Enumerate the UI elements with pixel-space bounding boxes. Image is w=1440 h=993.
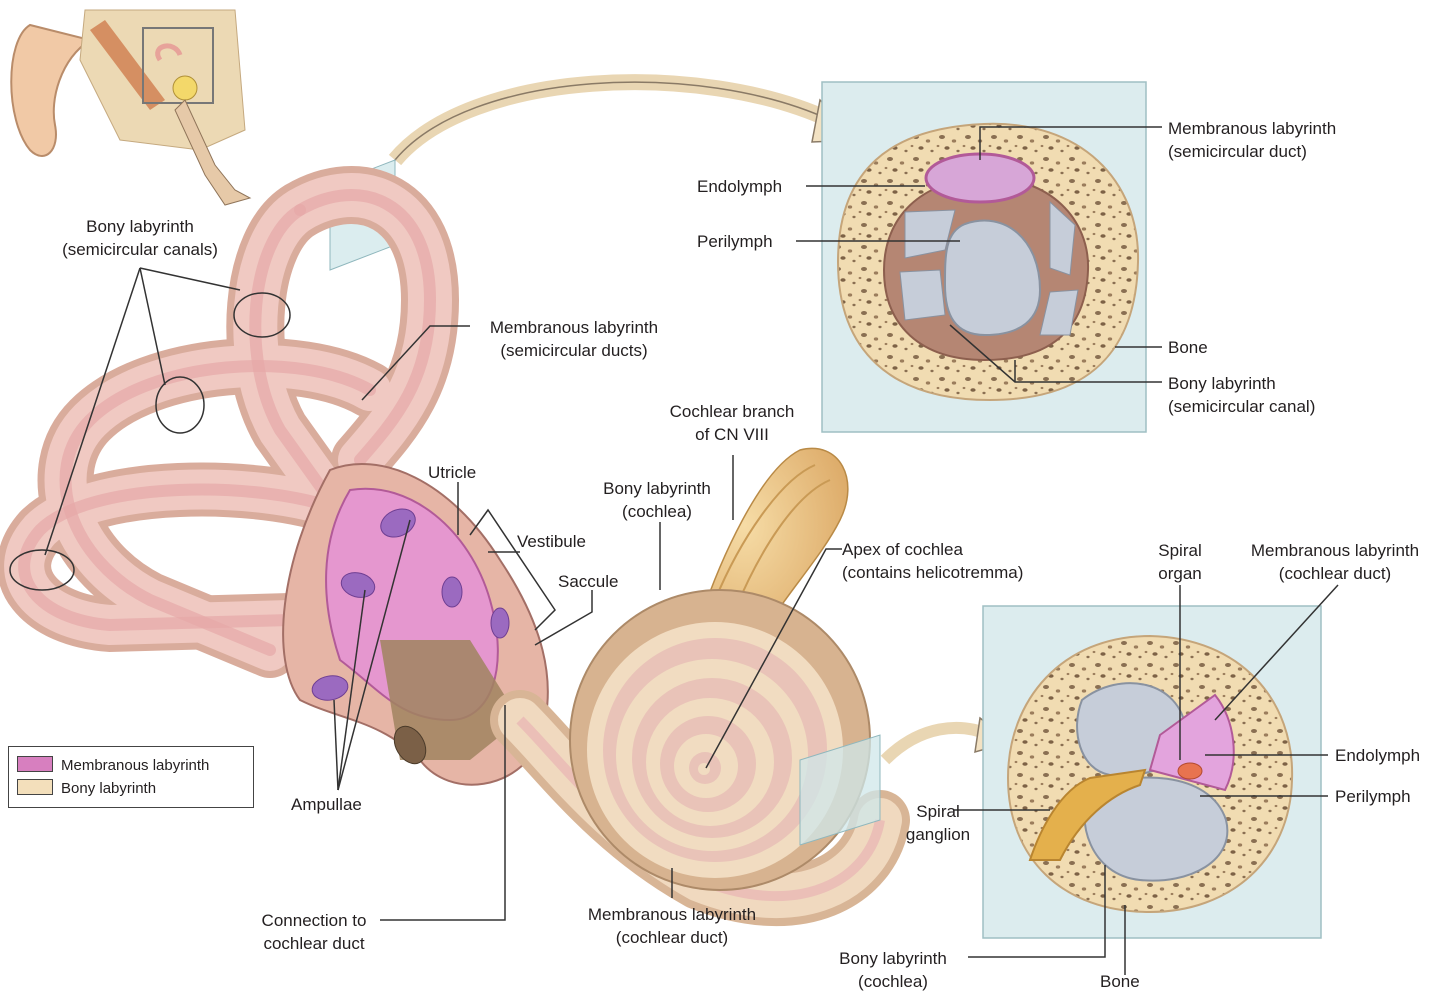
- legend-swatch-membranous: [17, 756, 53, 772]
- label-canal-endolymph: Endolymph: [697, 177, 783, 196]
- cochlea: [490, 447, 910, 926]
- label-connection-to-cochlear-duct: Connection to cochlear duct: [261, 911, 367, 953]
- label-cochlea-perilymph: Perilymph: [1335, 787, 1411, 806]
- label-cochlear-branch: Cochlear branch of CN VIII: [669, 402, 795, 444]
- label-membranous-cochlear-duct: Membranous labyrinth (cochlear duct): [587, 905, 757, 947]
- canal-ring-2: [155, 376, 205, 434]
- ampulla-5: [490, 607, 510, 639]
- label-saccule: Saccule: [558, 572, 619, 591]
- label-canal-bone: Bone: [1168, 338, 1208, 357]
- cochlea-cross-section: [982, 605, 1322, 939]
- leader-lines: [44, 126, 1339, 975]
- canal-cross-section: [821, 81, 1147, 433]
- ampulla-3: [311, 675, 349, 701]
- label-utricle: Utricle: [428, 463, 477, 482]
- legend: Membranous labyrinth Bony labyrinth: [8, 746, 254, 808]
- label-canal-perilymph: Perilymph: [697, 232, 773, 251]
- ampulla-2: [340, 572, 376, 598]
- label-spiral-ganglion: Spiral ganglion: [905, 802, 971, 844]
- section-plane-cochlea: [799, 734, 881, 846]
- label-cochlea-endolymph: Endolymph: [1335, 746, 1421, 765]
- label-ampullae: Ampullae: [291, 795, 362, 814]
- label-cochlea-membranous: Membranous labyrinth (cochlear duct): [1250, 541, 1420, 583]
- canal-ring-3: [9, 549, 75, 591]
- label-bony-cochlea: Bony labyrinth (cochlea): [603, 479, 711, 521]
- label-spiral-organ: Spiral organ: [1158, 541, 1202, 583]
- label-cochlea-bony: Bony labyrinth (cochlea): [839, 949, 947, 991]
- label-cochlea-bone: Bone: [1100, 972, 1140, 991]
- label-vestibule: Vestibule: [517, 532, 586, 551]
- ear-thumbnail: [10, 9, 252, 206]
- label-canal-membranous: Membranous labyrinth (semicircular duct): [1168, 119, 1337, 161]
- ampulla-4: [441, 576, 463, 608]
- label-bony-semicircular-canals: Bony labyrinth (semicircular canals): [62, 217, 218, 259]
- label-apex-of-cochlea: Apex of cochlea (contains helicotremma): [842, 540, 1024, 582]
- legend-swatch-bony: [17, 779, 53, 795]
- legend-item-membranous: Membranous labyrinth: [17, 756, 209, 775]
- curved-arrow-top: [388, 74, 834, 166]
- legend-item-bony: Bony labyrinth: [17, 779, 156, 798]
- label-canal-bony: Bony labyrinth (semicircular canal): [1168, 374, 1316, 416]
- canal-ring-1: [233, 292, 291, 338]
- label-membranous-semicircular-ducts: Membranous labyrinth (semicircular ducts…: [489, 318, 659, 360]
